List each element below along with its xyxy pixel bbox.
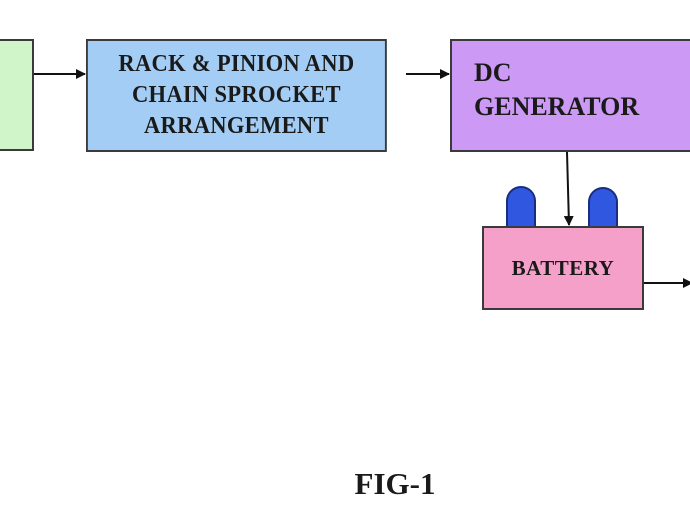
battery-label: BATTERY (511, 255, 615, 280)
input-block-partial: r (0, 39, 34, 151)
rack-pinion-label-line-2: CHAIN SPROCKET (131, 82, 341, 108)
dc-generator-label-line-2: GENERATOR (474, 92, 640, 121)
rack-pinion-label-line-3: ARRANGEMENT (143, 113, 329, 139)
arrow-generator-to-battery (563, 151, 574, 226)
rack-pinion-label-line-1: RACK & PINION AND (118, 51, 355, 77)
figure-caption: FIG-1 (354, 466, 436, 501)
battery-block: BATTERY (482, 226, 644, 310)
dc-generator-block: DC GENERATOR (450, 39, 690, 152)
rack-pinion-block: RACK & PINION AND CHAIN SPROCKET ARRANGE… (86, 39, 387, 152)
dc-generator-label-line-1: DC (474, 58, 512, 87)
